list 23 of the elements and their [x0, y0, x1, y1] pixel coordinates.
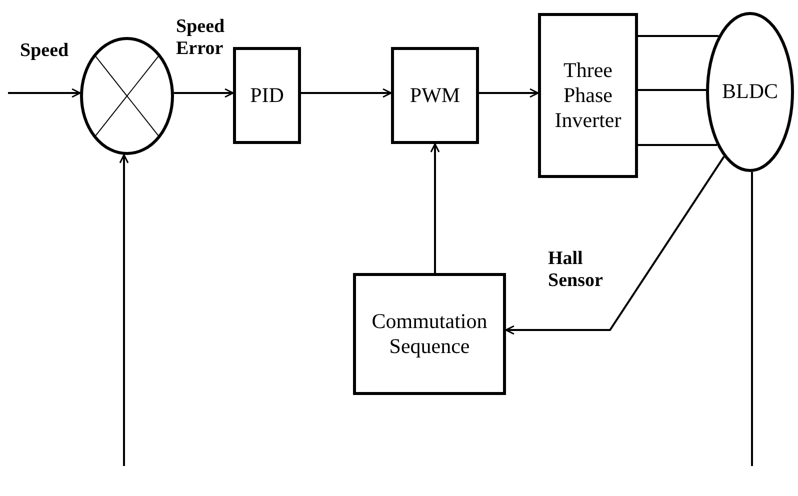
arrow [430, 143, 440, 273]
node-label: Commutation Sequence [370, 308, 488, 360]
arrow [119, 154, 129, 466]
node-label: PID [250, 82, 284, 108]
process-box [353, 273, 506, 395]
arrow [8, 88, 81, 98]
signal-line [751, 172, 753, 466]
summing-junction [80, 37, 174, 155]
arrow [505, 156, 725, 335]
connection-line [638, 35, 719, 37]
process-box [233, 47, 301, 144]
connection-line [638, 89, 706, 91]
node-label: BLDC [722, 79, 778, 105]
connection-line [638, 144, 718, 146]
process-box [538, 13, 638, 178]
node-label: PWM [410, 82, 460, 108]
motor-ellipse [706, 12, 794, 172]
process-box [391, 47, 479, 144]
arrow [479, 88, 539, 98]
node-label: Three Phase Inverter [554, 58, 622, 134]
edge-label: Speed [20, 40, 69, 62]
arrow [174, 88, 234, 98]
arrow [301, 88, 392, 98]
